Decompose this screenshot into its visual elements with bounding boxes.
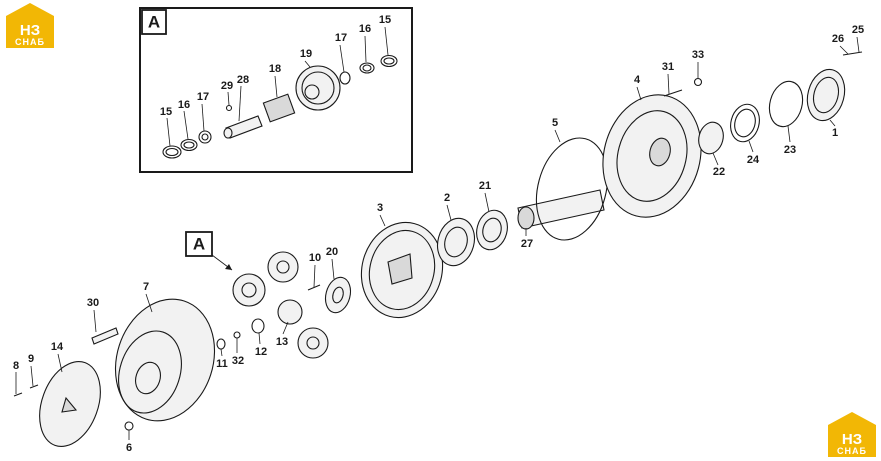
callout-31: 31 [662, 61, 674, 73]
callout-21: 21 [479, 180, 491, 192]
detail-view-a: A 15 16 17 [139, 7, 413, 173]
logo-top-left: НЗ СНАБ [6, 3, 54, 48]
main-tag: A [193, 234, 205, 253]
callout-13: 13 [276, 336, 288, 348]
callout-15: 15 [379, 14, 391, 26]
main-callouts: 7 30 14 8 9 6 11 32 12 13 10 20 3 2 21 2… [13, 24, 864, 454]
callout-16: 16 [178, 99, 190, 111]
callout-15: 15 [160, 106, 172, 118]
callout-29: 29 [221, 80, 233, 92]
logo-line1: НЗ [20, 22, 40, 39]
callout-4: 4 [634, 74, 641, 86]
main-tag-a: A [185, 231, 233, 271]
logo-line1: НЗ [842, 431, 862, 448]
callout-18: 18 [269, 63, 281, 75]
main-leaders [15, 36, 860, 440]
callout-8: 8 [13, 360, 19, 372]
callout-19: 19 [300, 48, 312, 60]
callout-26: 26 [832, 33, 844, 45]
logo-bottom-right: НЗ СНАБ [828, 412, 876, 457]
callout-22: 22 [713, 166, 725, 178]
logo-line2: СНАБ [837, 446, 867, 456]
callout-27: 27 [521, 238, 533, 250]
callout-16: 16 [359, 23, 371, 35]
callout-33: 33 [692, 49, 704, 61]
callout-6: 6 [126, 442, 132, 454]
callout-24: 24 [747, 154, 760, 166]
callout-3: 3 [377, 202, 383, 214]
callout-12: 12 [255, 346, 267, 358]
callout-28: 28 [237, 74, 249, 86]
callout-17: 17 [197, 91, 209, 103]
callout-20: 20 [326, 246, 338, 258]
callout-5: 5 [552, 117, 558, 129]
logo-line2: СНАБ [15, 37, 45, 47]
callout-10: 10 [309, 252, 321, 264]
callout-32: 32 [232, 355, 244, 367]
callout-17: 17 [335, 32, 347, 44]
callout-2: 2 [444, 192, 450, 204]
callout-14: 14 [51, 341, 64, 353]
callout-1: 1 [832, 127, 838, 139]
callout-23: 23 [784, 144, 796, 156]
main-assembly [13, 51, 863, 447]
callout-11: 11 [216, 358, 228, 370]
detail-tag: A [148, 12, 160, 31]
callout-7: 7 [143, 281, 149, 293]
callout-25: 25 [852, 24, 864, 36]
callout-9: 9 [28, 353, 34, 365]
callout-30: 30 [87, 297, 99, 309]
